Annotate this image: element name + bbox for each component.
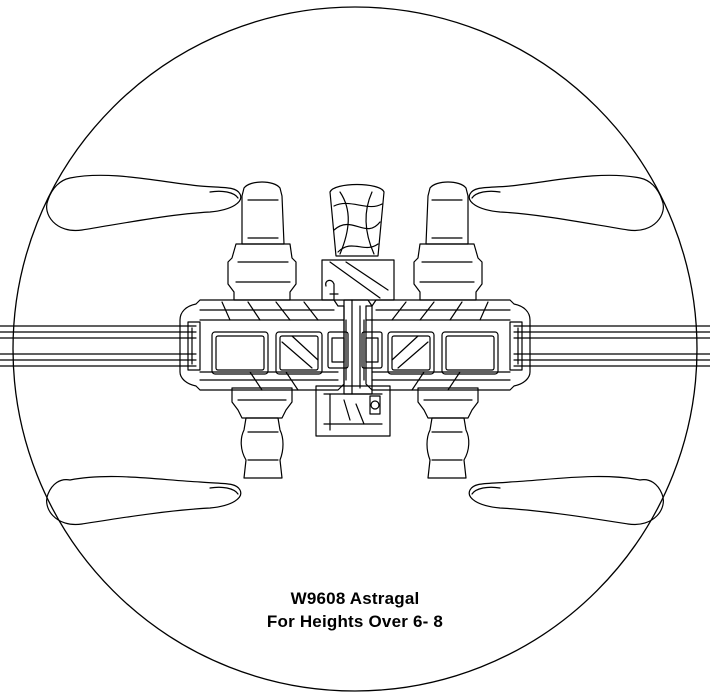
lever-handle-top-left — [46, 174, 297, 301]
caption-subtitle: For Heights Over 6- 8 — [266, 612, 444, 631]
door-panel-left — [179, 299, 349, 391]
glass-left — [0, 321, 201, 371]
lever-handle-top-right — [413, 174, 664, 301]
astragal-profile — [316, 280, 390, 436]
door-panel-right — [361, 299, 531, 391]
detail-circle — [13, 7, 697, 691]
caption-title: W9608 Astragal — [290, 589, 420, 608]
lever-handle-bottom-left — [46, 387, 293, 526]
thumbturn-center — [322, 185, 394, 301]
glass-right — [509, 321, 710, 371]
lever-handle-bottom-right — [417, 387, 664, 526]
center-divider — [346, 320, 364, 380]
